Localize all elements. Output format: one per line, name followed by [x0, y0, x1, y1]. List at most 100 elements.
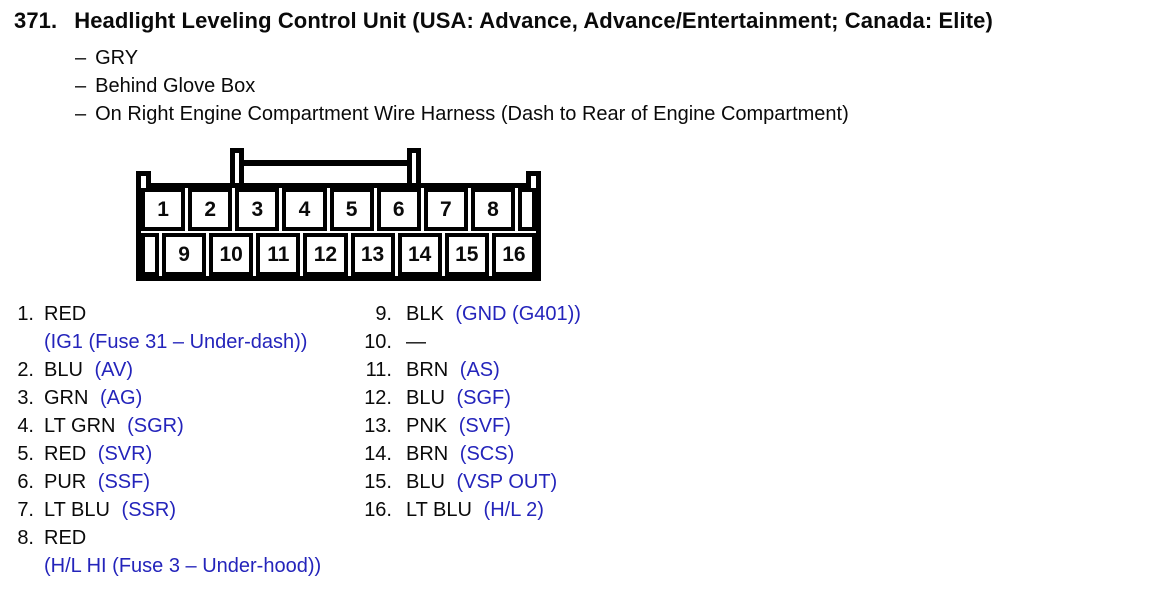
connector-ear-left [136, 171, 151, 188]
signal-label: (VSP OUT) [456, 471, 558, 493]
wire-color: PNK [406, 415, 448, 437]
pin-entry-11: 11. BRN (AS) [362, 356, 722, 384]
pin-list-right: 9. BLK (GND (G401)) 10. — 11. BRN (AS) 1… [362, 300, 722, 524]
pin-cell-1: 1 [141, 188, 186, 231]
pin-entry-4: 4. LT GRN (SGR) [12, 412, 357, 440]
pin-entry-9: 9. BLK (GND (G401)) [362, 300, 722, 328]
connector-body: 1 2 3 4 5 6 7 8 9 10 11 12 13 14 15 16 [136, 183, 541, 281]
pin-number: 15. [364, 471, 392, 493]
wire-color: LT BLU [406, 499, 472, 521]
wire-color: RED [44, 303, 87, 325]
signal-label: (SGF) [456, 387, 511, 409]
pin-cell-2: 2 [188, 188, 233, 231]
connector-top-row: 1 2 3 4 5 6 7 8 [141, 188, 536, 231]
connector-diagram: 1 2 3 4 5 6 7 8 9 10 11 12 13 14 15 16 [136, 148, 541, 281]
wire-color: BLU [44, 359, 83, 381]
signal-label: (AG) [100, 387, 143, 409]
blank-cell-bottom-left [141, 233, 159, 276]
pin-number: 3. [17, 387, 34, 409]
pin-cell-13: 13 [350, 233, 395, 276]
wire-color: RED [44, 443, 87, 465]
pin-cell-11: 11 [256, 233, 301, 276]
pin-number: 13. [364, 415, 392, 437]
pin-text: GRN (AG) [44, 384, 142, 412]
signal-label: (IG1 (Fuse 31 – Under-dash)) [44, 331, 308, 353]
pin-text: BLK (GND (G401)) [406, 300, 581, 328]
pin-number: 16. [364, 499, 392, 521]
wire-color: — [406, 331, 426, 353]
pin-entry-5: 5. RED (SVR) [12, 440, 357, 468]
pin-text: BRN (SCS) [406, 440, 514, 468]
bullet-text: Behind Glove Box [95, 75, 256, 97]
connector-bottom-row: 9 10 11 12 13 14 15 16 [141, 233, 536, 276]
pin-text: PUR (SSF) [44, 468, 150, 496]
pin-text: BRN (AS) [406, 356, 500, 384]
pin-text: RED (H/L HI (Fuse 3 – Under-hood)) [44, 524, 321, 580]
pin-text: LT BLU (SSR) [44, 496, 176, 524]
location-notes: – GRY – Behind Glove Box – On Right Engi… [75, 44, 849, 128]
bullet-dash: – [75, 103, 87, 125]
pin-entry-7: 7. LT BLU (SSR) [12, 496, 357, 524]
wire-color: BRN [406, 443, 449, 465]
signal-label: (SVR) [97, 443, 153, 465]
pin-text: — [406, 328, 432, 356]
bullet-dash: – [75, 47, 87, 69]
pin-cell-5: 5 [329, 188, 374, 231]
signal-label: (H/L HI (Fuse 3 – Under-hood)) [44, 555, 322, 577]
pin-cell-12: 12 [303, 233, 348, 276]
pin-number: 1. [17, 303, 34, 325]
bullet-text: On Right Engine Compartment Wire Harness… [95, 103, 849, 125]
pin-text: BLU (VSP OUT) [406, 468, 557, 496]
wire-color: BLU [406, 387, 445, 409]
pin-text: BLU (SGF) [406, 384, 511, 412]
pin-entry-8: 8. RED (H/L HI (Fuse 3 – Under-hood)) [12, 524, 357, 580]
bullet-item: – GRY [75, 44, 849, 72]
signal-label: (SSR) [121, 499, 176, 521]
wire-color: BLK [406, 303, 444, 325]
section-title: 371. Headlight Leveling Control Unit (USA… [14, 8, 993, 34]
pin-entry-12: 12. BLU (SGF) [362, 384, 722, 412]
pin-entry-2: 2. BLU (AV) [12, 356, 357, 384]
pin-number: 2. [17, 359, 34, 381]
section-title-text: Headlight Leveling Control Unit (USA: Ad… [74, 8, 993, 33]
wire-color: LT GRN [44, 415, 116, 437]
pin-text: LT GRN (SGR) [44, 412, 184, 440]
signal-label: (AS) [459, 359, 500, 381]
pin-text: LT BLU (H/L 2) [406, 496, 544, 524]
wire-color: GRN [44, 387, 89, 409]
pin-number: 8. [17, 527, 34, 549]
pin-cell-9: 9 [162, 233, 207, 276]
signal-label: (AV) [94, 359, 133, 381]
pin-cell-7: 7 [423, 188, 468, 231]
signal-label: (H/L 2) [483, 499, 544, 521]
pin-cell-4: 4 [282, 188, 327, 231]
connector-ear-right [526, 171, 541, 188]
pin-cell-15: 15 [444, 233, 489, 276]
signal-label: (SVF) [458, 415, 511, 437]
signal-label: (SSF) [97, 471, 151, 493]
pin-entry-3: 3. GRN (AG) [12, 384, 357, 412]
connector-latch-post-right [407, 148, 421, 183]
pin-entry-6: 6. PUR (SSF) [12, 468, 357, 496]
pin-cell-14: 14 [397, 233, 442, 276]
pin-number: 14. [364, 443, 392, 465]
pin-number: 5. [17, 443, 34, 465]
pin-number: 6. [17, 471, 34, 493]
pin-number: 11. [365, 359, 392, 381]
wire-color: BRN [406, 359, 449, 381]
pin-cell-3: 3 [235, 188, 280, 231]
pin-cell-10: 10 [209, 233, 254, 276]
pin-cell-6: 6 [376, 188, 421, 231]
pin-list-left: 1. RED (IG1 (Fuse 31 – Under-dash)) 2. B… [12, 300, 357, 580]
signal-label: (GND (G401)) [455, 303, 581, 325]
bullet-dash: – [75, 75, 87, 97]
pin-number: 10. [364, 331, 392, 353]
section-number: 371. [14, 8, 58, 33]
pin-cell-8: 8 [470, 188, 515, 231]
pin-text: RED (IG1 (Fuse 31 – Under-dash)) [44, 300, 307, 356]
pin-entry-10: 10. — [362, 328, 722, 356]
pin-number: 12. [364, 387, 392, 409]
blank-cell-top-right [518, 188, 536, 231]
pin-cell-16: 16 [491, 233, 536, 276]
